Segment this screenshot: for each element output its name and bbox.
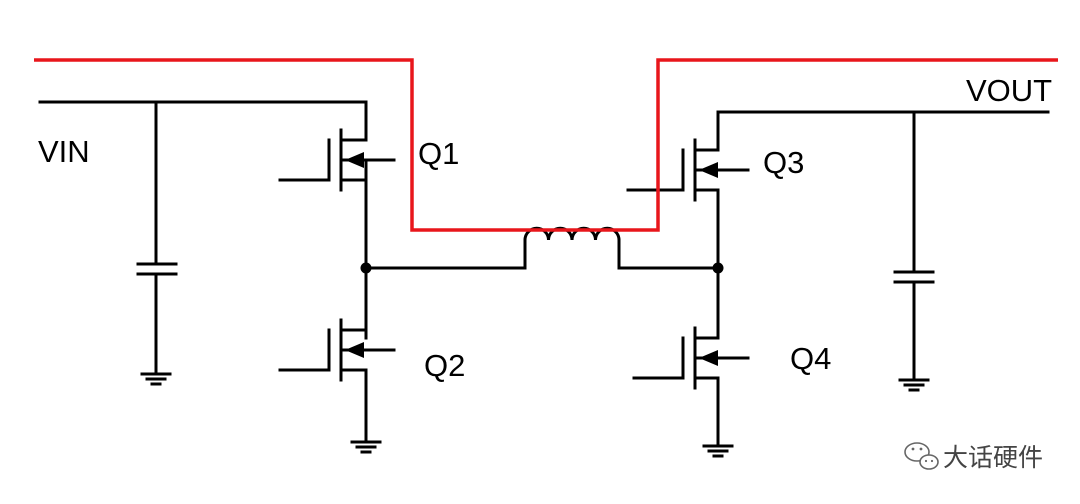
output-capacitor [893, 110, 935, 382]
vout-label: VOUT [966, 73, 1052, 108]
vin-rail [38, 100, 368, 142]
ground-symbol-input [140, 372, 172, 386]
q1-label: Q1 [418, 136, 459, 171]
left-switch-node [360, 158, 527, 340]
q4-label: Q4 [790, 341, 831, 376]
mosfet-q4 [632, 326, 750, 448]
vout-rail [716, 110, 1050, 152]
ground-symbol-q4 [702, 444, 734, 458]
ground-symbol-q2 [350, 440, 382, 454]
watermark-text: 大话硬件 [943, 443, 1043, 472]
current-path-highlight [34, 58, 1058, 232]
q3-label: Q3 [763, 145, 804, 180]
ground-symbol-output [898, 378, 930, 392]
mosfet-q1 [278, 128, 396, 192]
right-switch-node [617, 188, 724, 340]
input-capacitor [136, 100, 178, 376]
q2-label: Q2 [424, 348, 465, 383]
watermark: 大话硬件 [904, 442, 1043, 472]
mosfet-q3 [626, 138, 750, 202]
mosfet-q2 [278, 318, 396, 444]
vin-label: VIN [38, 134, 90, 169]
wechat-icon [904, 442, 939, 470]
